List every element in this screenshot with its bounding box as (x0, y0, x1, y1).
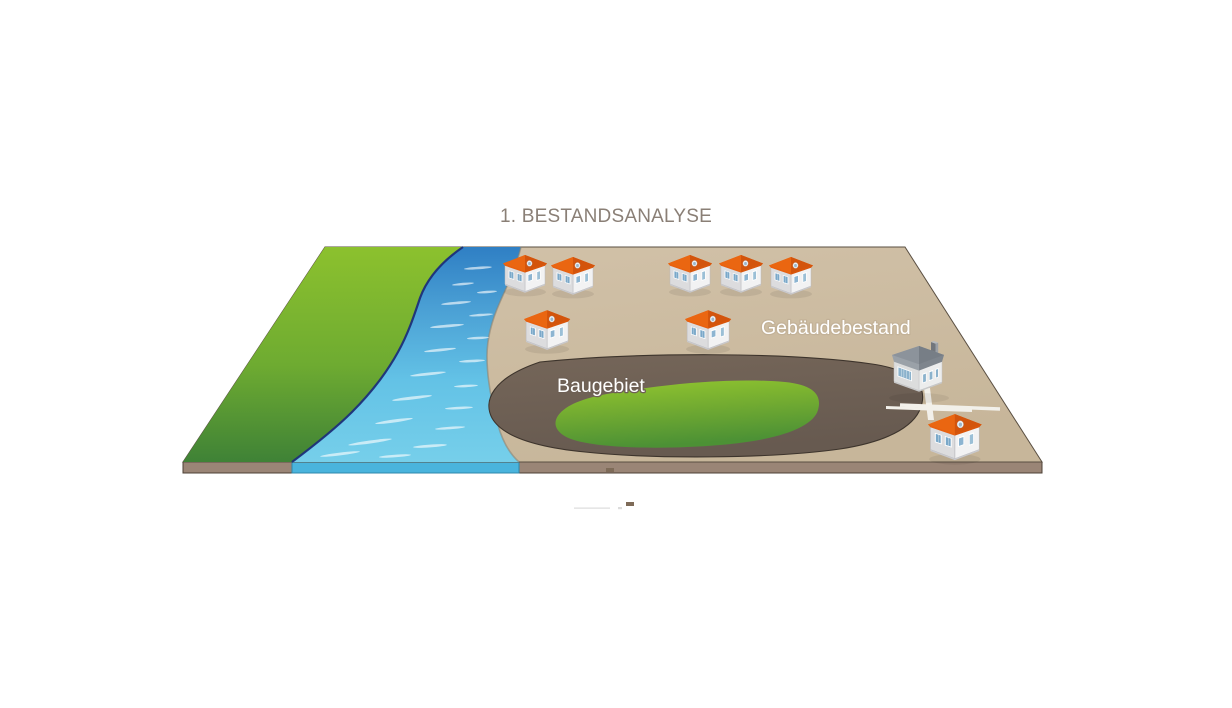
stray-mark-artifact (626, 502, 634, 506)
house-building (718, 254, 764, 297)
stray-mark-top-artifact (606, 468, 614, 472)
house-building (684, 309, 732, 355)
terrain-surface (182, 246, 1043, 463)
riverbank-west-outline (291, 246, 464, 463)
house-building (523, 309, 571, 355)
baugebiet-green-patch (555, 380, 820, 448)
terrain-base (182, 461, 1043, 474)
house-building (768, 256, 814, 299)
west-meadow (183, 247, 463, 462)
water-waves (320, 266, 497, 458)
stray-line-artifact (618, 507, 622, 510)
house-building (502, 254, 548, 297)
riverbank-east-outline (486, 246, 522, 463)
map-labels: Baugebiet Gebäudebestand (556, 316, 912, 399)
base-strip-water (291, 461, 520, 474)
label-baugebiet: Baugebiet (557, 375, 645, 397)
house-building (927, 413, 983, 466)
house-building (550, 256, 596, 299)
stray-line-artifact (574, 507, 610, 509)
house-building (667, 254, 713, 297)
page-title: 1. BESTANDSANALYSE (500, 206, 712, 227)
stray-artifacts (574, 468, 634, 510)
label-gebaeudebestand: Gebäudebestand (761, 317, 911, 339)
